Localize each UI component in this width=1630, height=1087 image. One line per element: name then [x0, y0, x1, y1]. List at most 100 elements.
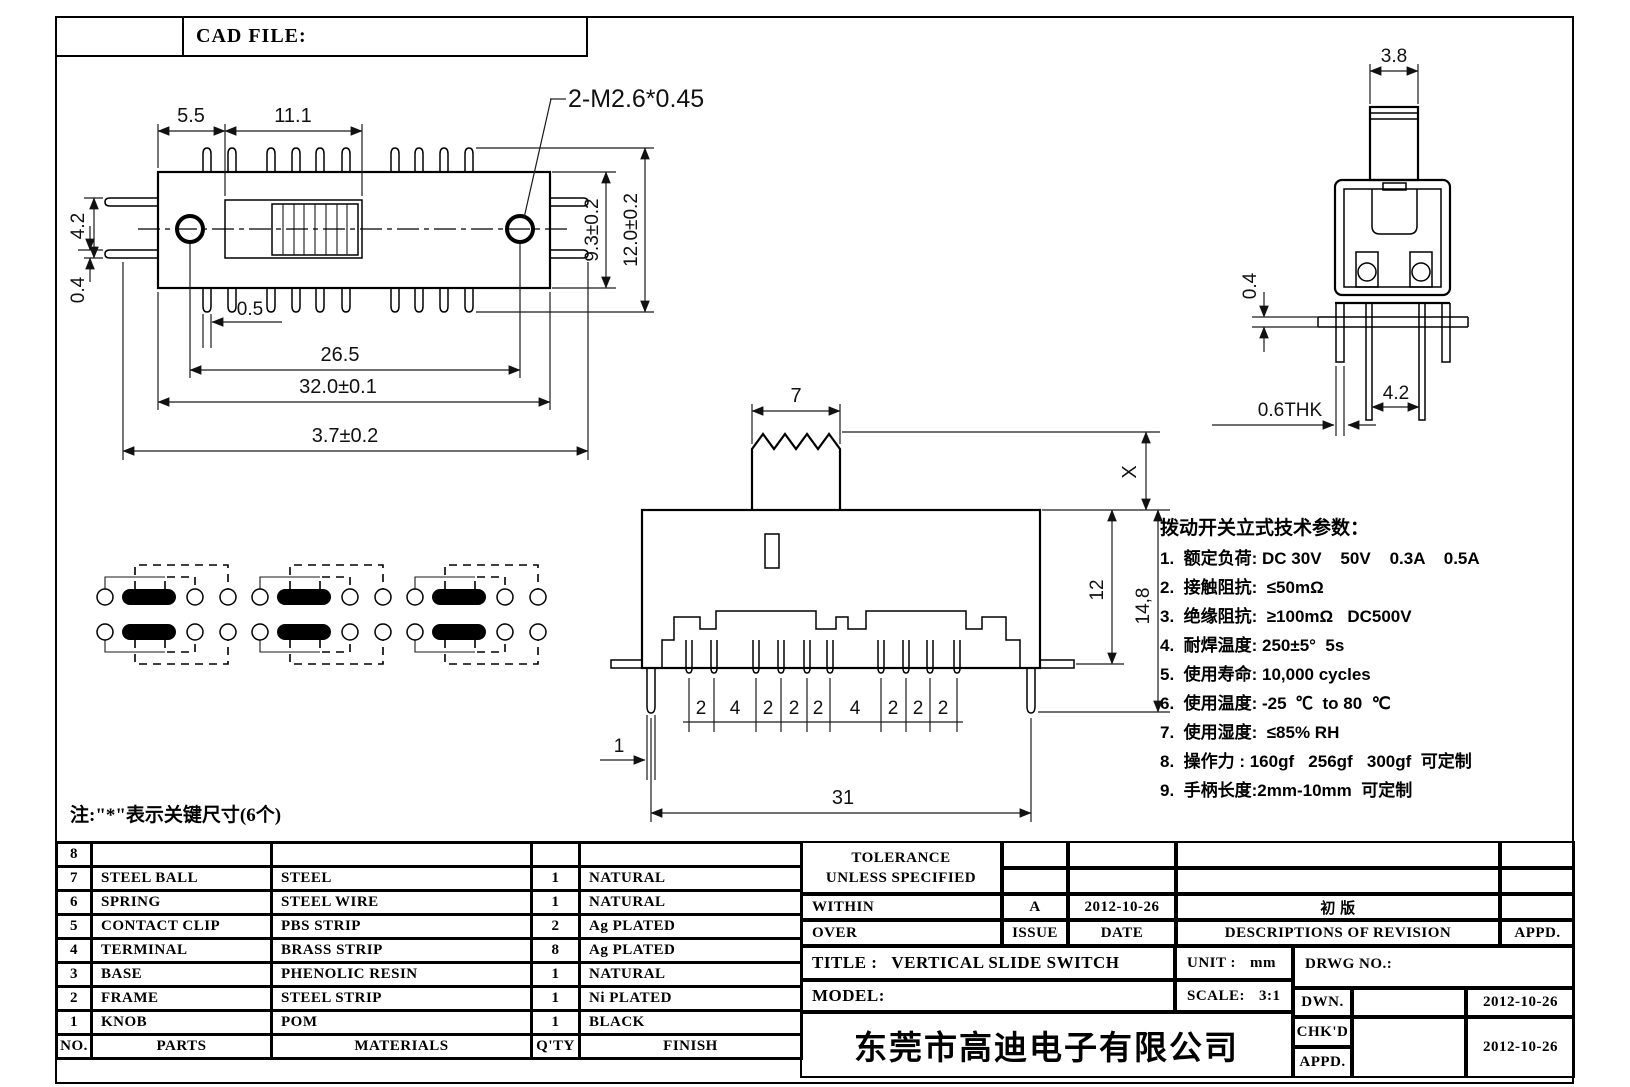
sheet-border	[55, 16, 1574, 1084]
spec-list: 拨动开关立式技术参数： 1. 额定负荷: DC 30V 50V 0.3A 0.5…	[1160, 514, 1575, 805]
knob-break-line	[750, 432, 842, 510]
pitch-chain: 2 4 2 2 2 4 2 2 2	[683, 678, 963, 732]
dim-4-2-side: 4.2	[1383, 383, 1409, 404]
front-terminals	[685, 640, 961, 674]
scale-label: SCALE:	[1187, 987, 1246, 1004]
within-label: WITHIN	[800, 894, 1002, 920]
dwn-signature-cell	[1352, 988, 1466, 1017]
pitch-value: 2	[696, 698, 707, 719]
dim-total-height: 14,8	[1133, 588, 1154, 625]
mounting-hole-right	[505, 214, 535, 244]
dim-0-4-top: 0.4	[68, 276, 89, 303]
revision-cell-empty	[1176, 841, 1500, 868]
descriptions-of-revision-label: DESCRIPTIONS OF REVISION	[1176, 920, 1500, 946]
dim-3-7: 3.7±0.2	[312, 425, 379, 447]
pitch-value: 2	[813, 698, 824, 719]
circuit-schematic	[406, 564, 547, 665]
spec-item: 3. 绝缘阻抗: ≥100mΩ DC500V	[1160, 607, 1412, 626]
title-value: VERTICAL SLIDE SWITCH	[891, 953, 1120, 972]
unit-label: UNIT :	[1187, 954, 1236, 971]
front-view: 2 4 2 2 2 4 2 2 2 7 X 12 14,8 1	[600, 385, 1170, 822]
spec-item: 9. 手柄长度:2mm-10mm 可定制	[1160, 781, 1413, 800]
title-label: TITLE :	[812, 953, 878, 972]
dim-5-5: 5.5	[177, 105, 205, 127]
dim-26-5: 26.5	[321, 344, 360, 366]
date-label: DATE	[1068, 920, 1176, 946]
circuit-schematic	[251, 564, 392, 665]
unit-value: mm	[1249, 954, 1276, 971]
revision-cell-empty	[1002, 868, 1068, 894]
key-dimension-note: 注:"*"表示关键尺寸(6个)	[70, 805, 282, 826]
circuit-schematic	[96, 564, 237, 665]
dwn-label: DWN.	[1293, 988, 1352, 1017]
revision-cell-empty	[1068, 868, 1176, 894]
dim-knob-width: 7	[790, 385, 801, 407]
revision-date-value: 2012-10-26	[1068, 894, 1176, 920]
pitch-value: 2	[888, 698, 899, 719]
top-pins	[202, 147, 474, 172]
revision-appd-value	[1500, 894, 1575, 920]
pitch-value: 2	[938, 698, 949, 719]
dim-0-5: 0.5	[237, 299, 263, 320]
mounting-hole-left	[175, 214, 205, 244]
side-pins	[104, 197, 589, 259]
issue-value: A	[1002, 894, 1068, 920]
thread-callout: 2-M2.6*0.45	[568, 85, 704, 113]
chk-date: 2012-10-26	[1466, 1017, 1575, 1078]
revision-description-value: 初 版	[1176, 894, 1500, 920]
dim-4-2-top: 4.2	[68, 213, 89, 239]
dim-9-3: 9.3±0.2	[582, 198, 603, 261]
revision-cell-empty	[1500, 868, 1575, 894]
dim-x: X	[1119, 465, 1141, 478]
revision-cell-empty	[1002, 841, 1068, 868]
projection-symbol-area	[57, 18, 184, 55]
leader-line	[523, 98, 552, 219]
bottom-pins	[202, 288, 474, 313]
cad-file-label: CAD FILE:	[196, 25, 307, 47]
tolerance-label: TOLERANCE	[851, 849, 951, 866]
dwn-date: 2012-10-26	[1466, 988, 1575, 1017]
drwg-no-cell: DRWG NO.:	[1293, 946, 1575, 988]
over-label: OVER	[800, 920, 1002, 946]
check-signature-cell	[1352, 1017, 1466, 1078]
spec-item: 7. 使用湿度: ≤85% RH	[1160, 723, 1340, 742]
table-row: 8	[55, 841, 803, 868]
dim-0-4-side: 0.4	[1240, 272, 1261, 299]
spec-item: 2. 接触阻抗: ≤50mΩ	[1160, 578, 1324, 597]
title-cell: TITLE : VERTICAL SLIDE SWITCH	[800, 946, 1175, 980]
pitch-value: 2	[913, 698, 924, 719]
dim-leg-width: 1	[614, 736, 625, 757]
circuit-schematics	[96, 564, 547, 665]
spec-item: 1. 额定负荷: DC 30V 50V 0.3A 0.5A	[1160, 549, 1480, 568]
appd-label: APPD.	[1293, 1047, 1352, 1078]
tolerance-header-cell: TOLERANCE UNLESS SPECIFIED	[800, 841, 1002, 894]
scale-cell: SCALE: 3:1	[1175, 980, 1293, 1012]
scale-value: 3:1	[1259, 987, 1281, 1004]
pitch-value: 4	[850, 698, 861, 719]
unless-specified-label: UNLESS SPECIFIED	[825, 869, 977, 886]
dim-body-height: 12	[1087, 579, 1108, 600]
dim-32-0: 32.0±0.1	[299, 376, 377, 398]
dim-3-8: 3.8	[1381, 46, 1407, 67]
pitch-value: 2	[763, 698, 774, 719]
appd-column-label: APPD.	[1500, 920, 1575, 946]
spec-item: 5. 使用寿命: 10,000 cycles	[1160, 665, 1371, 684]
dim-11-1: 11.1	[274, 105, 311, 127]
dim-12-0: 12.0±0.2	[621, 193, 642, 267]
cad-file-box: CAD FILE:	[55, 16, 588, 57]
spec-item: 6. 使用温度: -25 ℃ to 80 ℃	[1160, 694, 1391, 713]
unit-cell: UNIT : mm	[1175, 946, 1293, 980]
spec-title: 拨动开关立式技术参数：	[1160, 518, 1370, 539]
spec-item: 4. 耐焊温度: 250±5° 5s	[1160, 636, 1345, 655]
top-view: 2-M2.6*0.45 5.5 11.1 9.3±0.2 12.0±0.2 4.…	[68, 85, 704, 460]
